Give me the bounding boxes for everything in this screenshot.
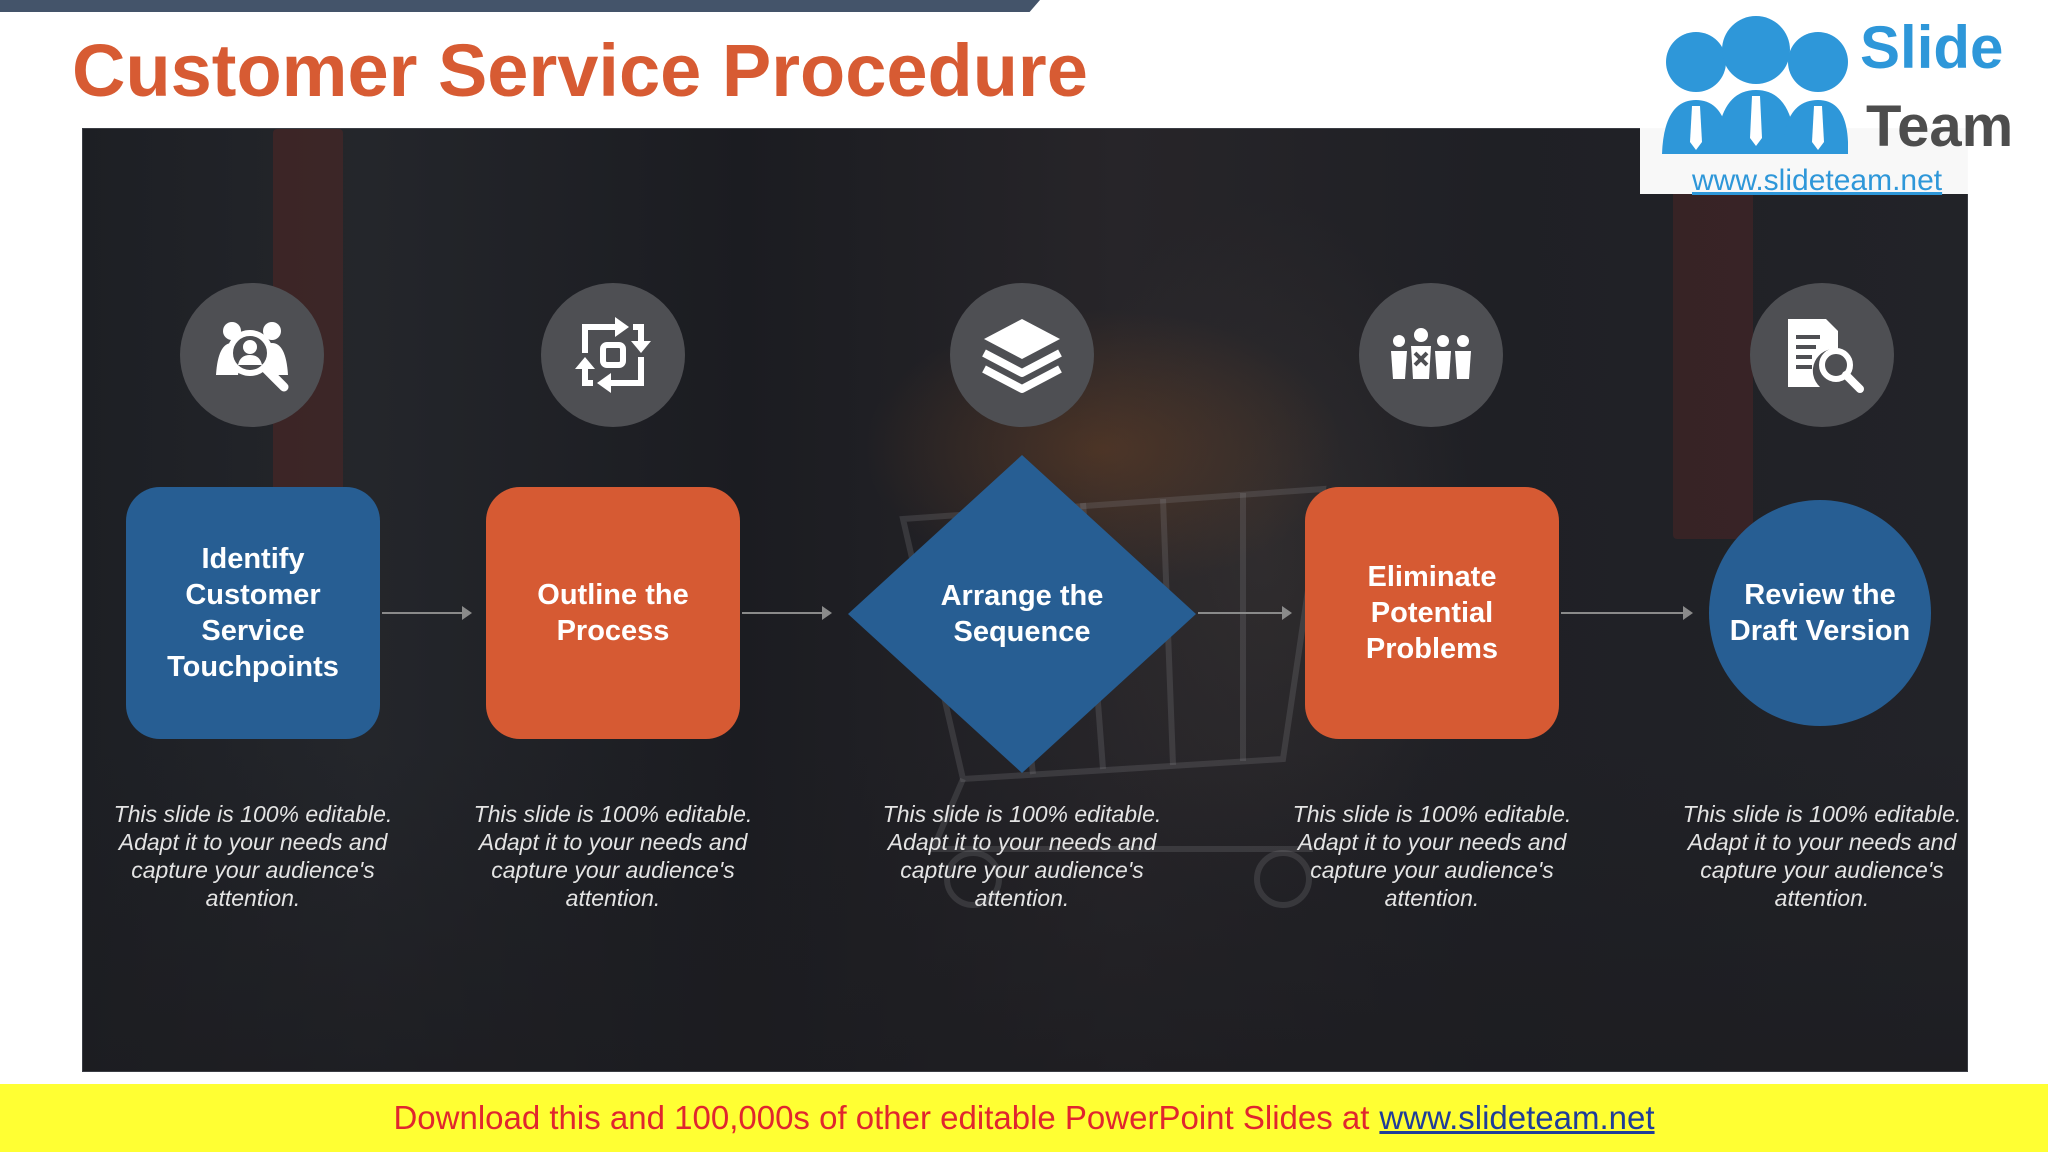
banner-link[interactable]: www.slideteam.net (1379, 1099, 1655, 1136)
step-4-icon-circle (1359, 283, 1503, 427)
connector-arrow-4 (1561, 606, 1693, 620)
background-pillar-right (1673, 159, 1753, 539)
step-2-icon-circle (541, 283, 685, 427)
people-group-icon (1662, 16, 1848, 154)
step-4-label: Eliminate Potential Problems (1365, 561, 1499, 665)
step-1-icon-circle (180, 283, 324, 427)
slide-title: Customer Service Procedure (72, 29, 1088, 112)
step-3-label: Arrange the Sequence (940, 580, 1104, 648)
layers-icon (982, 319, 1062, 393)
diamond-shape (848, 455, 1196, 773)
document-search-icon (1788, 319, 1864, 393)
connector-arrow-2 (742, 606, 832, 620)
banner-text: Download this and 100,000s of other edit… (393, 1099, 1370, 1136)
step-5-icon-circle (1750, 283, 1894, 427)
logo-word-slide: Slide (1860, 14, 2004, 81)
step-2-box: Outline the Process (486, 487, 740, 739)
step-3-diamond: Arrange the Sequence (848, 455, 1196, 773)
people-eliminate-icon (1391, 328, 1471, 379)
step-5-description: This slide is 100% editable. Adapt it to… (1682, 801, 1962, 911)
step-2-label: Outline the Process (537, 579, 689, 647)
step-1-description: This slide is 100% editable. Adapt it to… (113, 801, 393, 911)
top-accent-bar (0, 0, 1040, 12)
step-5-label: Review the Draft Version (1729, 579, 1911, 647)
step-4-box: Eliminate Potential Problems (1305, 487, 1559, 739)
download-banner: Download this and 100,000s of other edit… (0, 1084, 2048, 1152)
step-4-description: This slide is 100% editable. Adapt it to… (1292, 801, 1572, 911)
connector-arrow-3 (1198, 606, 1292, 620)
slideteam-logo[interactable]: Slide Team www.slideteam.net (1640, 8, 2036, 197)
connector-arrow-1 (382, 606, 472, 620)
process-cycle-icon (575, 317, 651, 393)
step-3-description: This slide is 100% editable. Adapt it to… (882, 801, 1162, 911)
step-1-box: Identify Customer Service Touchpoints (126, 487, 380, 739)
step-3-icon-circle (950, 283, 1094, 427)
customer-search-icon (216, 322, 289, 392)
step-2-description: This slide is 100% editable. Adapt it to… (473, 801, 753, 911)
step-5-circle: Review the Draft Version (1709, 500, 1931, 726)
background-floor (83, 749, 1967, 1071)
logo-word-team: Team (1866, 94, 2014, 159)
logo-url-link[interactable]: www.slideteam.net (1692, 164, 1943, 197)
step-1-label: Identify Customer Service Touchpoints (167, 543, 339, 683)
